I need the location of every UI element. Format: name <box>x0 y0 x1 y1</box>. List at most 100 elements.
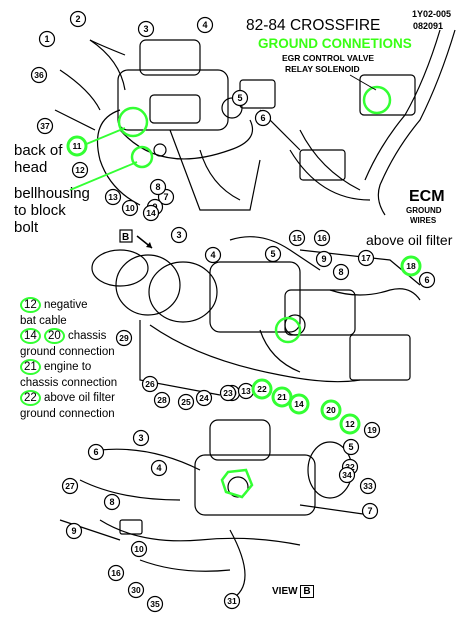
callout-number: 32 <box>345 462 355 472</box>
callout-number: 9 <box>71 526 76 536</box>
egr-label-line1: EGR CONTROL VALVE <box>282 53 375 63</box>
callout-number: 25 <box>181 397 191 407</box>
legend-row: 12 negative <box>20 297 117 314</box>
callout-bubble: 4 <box>150 459 168 477</box>
callout-bubble: 13 <box>237 382 255 400</box>
callout-circle <box>264 245 282 263</box>
callout-circle <box>61 477 79 495</box>
callout-number: 8 <box>338 267 343 277</box>
back-of-head-line1: back of <box>14 142 63 159</box>
callout-number: 31 <box>227 596 237 606</box>
callout-number: 9 <box>321 254 326 264</box>
callout-number: 8 <box>109 497 114 507</box>
callout-bubble: 3 <box>170 226 188 244</box>
callout-bubble: 16 <box>107 564 125 582</box>
callout-circle <box>254 109 272 127</box>
legend-text: ground connection <box>20 345 115 358</box>
callout-number: 21 <box>277 392 287 402</box>
callout-circle <box>137 20 155 38</box>
callout-number: 16 <box>317 233 327 243</box>
callout-circle <box>204 246 222 264</box>
legend-row: ground connection <box>20 345 117 361</box>
legend-text: negative <box>40 299 88 311</box>
legend-number: 14 <box>20 328 41 344</box>
callout-circle <box>320 399 342 421</box>
callout-circle <box>146 595 164 613</box>
callout-circle <box>36 117 54 135</box>
callout-bubble: 10 <box>130 540 148 558</box>
callout-number: 1 <box>44 34 49 44</box>
callout-bubble: 2 <box>69 10 87 28</box>
callout-number: 3 <box>143 24 148 34</box>
callout-circle <box>223 592 241 610</box>
callout-bubble: 8 <box>103 493 121 511</box>
callout-circle <box>219 384 237 402</box>
bellhousing-line1: bellhousing <box>14 185 90 202</box>
callout-number: 12 <box>75 165 85 175</box>
callout-circle <box>418 271 436 289</box>
callout-number: 18 <box>406 261 416 271</box>
callout-bubble: 21 <box>271 386 293 408</box>
callout-bubble: 8 <box>332 263 350 281</box>
callout-circle <box>271 386 293 408</box>
callout-circle <box>69 10 87 28</box>
callout-circle <box>400 255 422 277</box>
legend-text: engine to <box>44 361 92 373</box>
view-b-letter-top: B <box>122 232 129 243</box>
legend-text: chassis <box>68 330 107 342</box>
callout-circle <box>177 393 195 411</box>
page-subtitle: GROUND CONNETIONS <box>258 36 412 51</box>
callout-circle <box>30 66 48 84</box>
callout-number: 3 <box>176 230 181 240</box>
callout-bubble: 12 <box>71 161 89 179</box>
callout-bubble: 5 <box>231 89 249 107</box>
callout-number: 2 <box>75 14 80 24</box>
callout-number: 6 <box>424 275 429 285</box>
legend-row: bat cable <box>20 314 117 330</box>
callout-circle <box>87 443 105 461</box>
callout-circle <box>153 391 171 409</box>
callout-bubble: 15 <box>288 229 306 247</box>
callout-number: 37 <box>40 121 50 131</box>
callout-bubble: 14 <box>288 393 310 415</box>
callout-bubble: 5 <box>264 245 282 263</box>
bellhousing-line2: to block <box>14 202 66 219</box>
callout-bubble: 23 <box>219 384 237 402</box>
callout-bubble: 34 <box>338 466 356 484</box>
ecm-label: ECM <box>409 188 445 205</box>
legend-number: 22 <box>20 390 41 406</box>
bottom-engine-drawing <box>59 419 371 601</box>
callout-bubble: 31 <box>223 592 241 610</box>
callout-bubble: 20 <box>320 399 342 421</box>
callout-bubble: 3 <box>132 429 150 447</box>
callout-circle <box>38 30 56 48</box>
legend-number: 20 <box>44 328 65 344</box>
callout-circle <box>65 522 83 540</box>
view-b-letter: B <box>300 585 314 598</box>
legend-row: 21 engine to <box>20 359 117 376</box>
callout-circle <box>195 389 213 407</box>
callout-number: 23 <box>223 388 233 398</box>
callout-circle <box>107 564 125 582</box>
callout-number: 29 <box>119 333 129 343</box>
callout-circle <box>359 477 377 495</box>
callout-number: 16 <box>111 568 121 578</box>
egr-label-line2: RELAY SOLENOID <box>285 64 360 74</box>
callout-bubble: 36 <box>30 66 48 84</box>
callout-number: 3 <box>138 433 143 443</box>
callout-circle <box>115 329 133 347</box>
callout-number: 10 <box>125 203 135 213</box>
callout-circle <box>315 250 333 268</box>
highlight-back-of-head <box>117 106 149 138</box>
callout-number: 13 <box>108 192 118 202</box>
callout-number: 34 <box>342 470 352 480</box>
above-oil-filter-label: above oil filter <box>366 232 453 248</box>
callout-circle <box>357 249 375 267</box>
callout-bubble: 6 <box>418 271 436 289</box>
document-date: 082091 <box>413 21 444 31</box>
highlight-oil-filter <box>274 316 302 344</box>
callout-number: 15 <box>292 233 302 243</box>
callout-bubble: 11 <box>66 135 88 157</box>
bellhousing-line3: bolt <box>14 219 39 236</box>
